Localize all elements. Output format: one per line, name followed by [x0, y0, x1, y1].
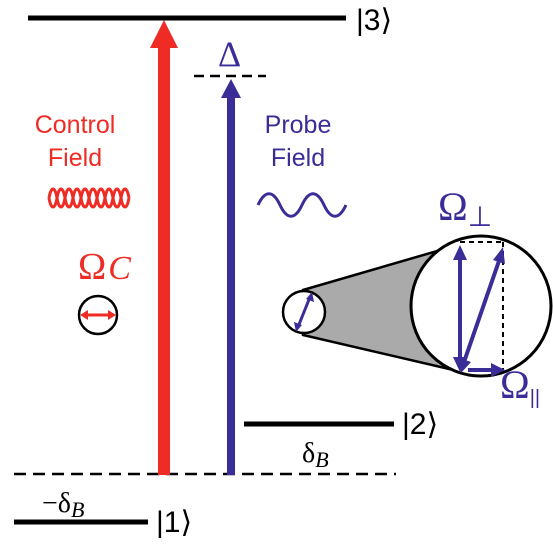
detuning-label: Δ [218, 34, 241, 74]
probe-polarization-arrow-small [296, 296, 312, 328]
probe-polarization-arrow-small-head-a [294, 322, 302, 332]
level-3-label: |3⟩ [356, 4, 392, 37]
probe-field-title-line1: Probe [265, 111, 332, 139]
control-rabi-label: ΩC [78, 246, 131, 288]
control-arrow-head [150, 20, 178, 48]
probe-field-wave-icon [256, 192, 348, 218]
probe-arrow-shaft [227, 95, 235, 475]
control-polarization-arrow-right-head [108, 310, 116, 320]
level-1-label: |1⟩ [156, 506, 192, 539]
resultant-polarization-arrow-head-top [493, 247, 505, 264]
parallel-rabi-label: Ω|| [500, 362, 540, 409]
zeeman-shift-down-label: −δB [42, 488, 84, 522]
parallel-component-arrow-head [491, 363, 505, 377]
perp-component-arrow-head-top [453, 245, 467, 260]
zeeman-shift-up-label: δB [302, 438, 329, 472]
control-field-title-line1: Control [35, 111, 116, 139]
probe-field-title-line2: Field [271, 144, 325, 172]
level-2-label: |2⟩ [402, 408, 438, 441]
probe-polarization-arrow-small-head-b [306, 292, 314, 302]
perp-rabi-label: Ω⊥ [438, 184, 492, 233]
control-field-wave-icon-2 [47, 187, 131, 209]
resultant-polarization-arrow-head-bottom [459, 358, 471, 373]
control-arrow-shaft [158, 44, 170, 475]
probe-polarization-circle-large [409, 234, 553, 378]
control-polarization-arrow-left-head [80, 310, 88, 320]
control-field-title-line2: Field [48, 144, 102, 172]
probe-arrow-head [221, 79, 241, 98]
resultant-polarization-arrow [462, 257, 502, 363]
